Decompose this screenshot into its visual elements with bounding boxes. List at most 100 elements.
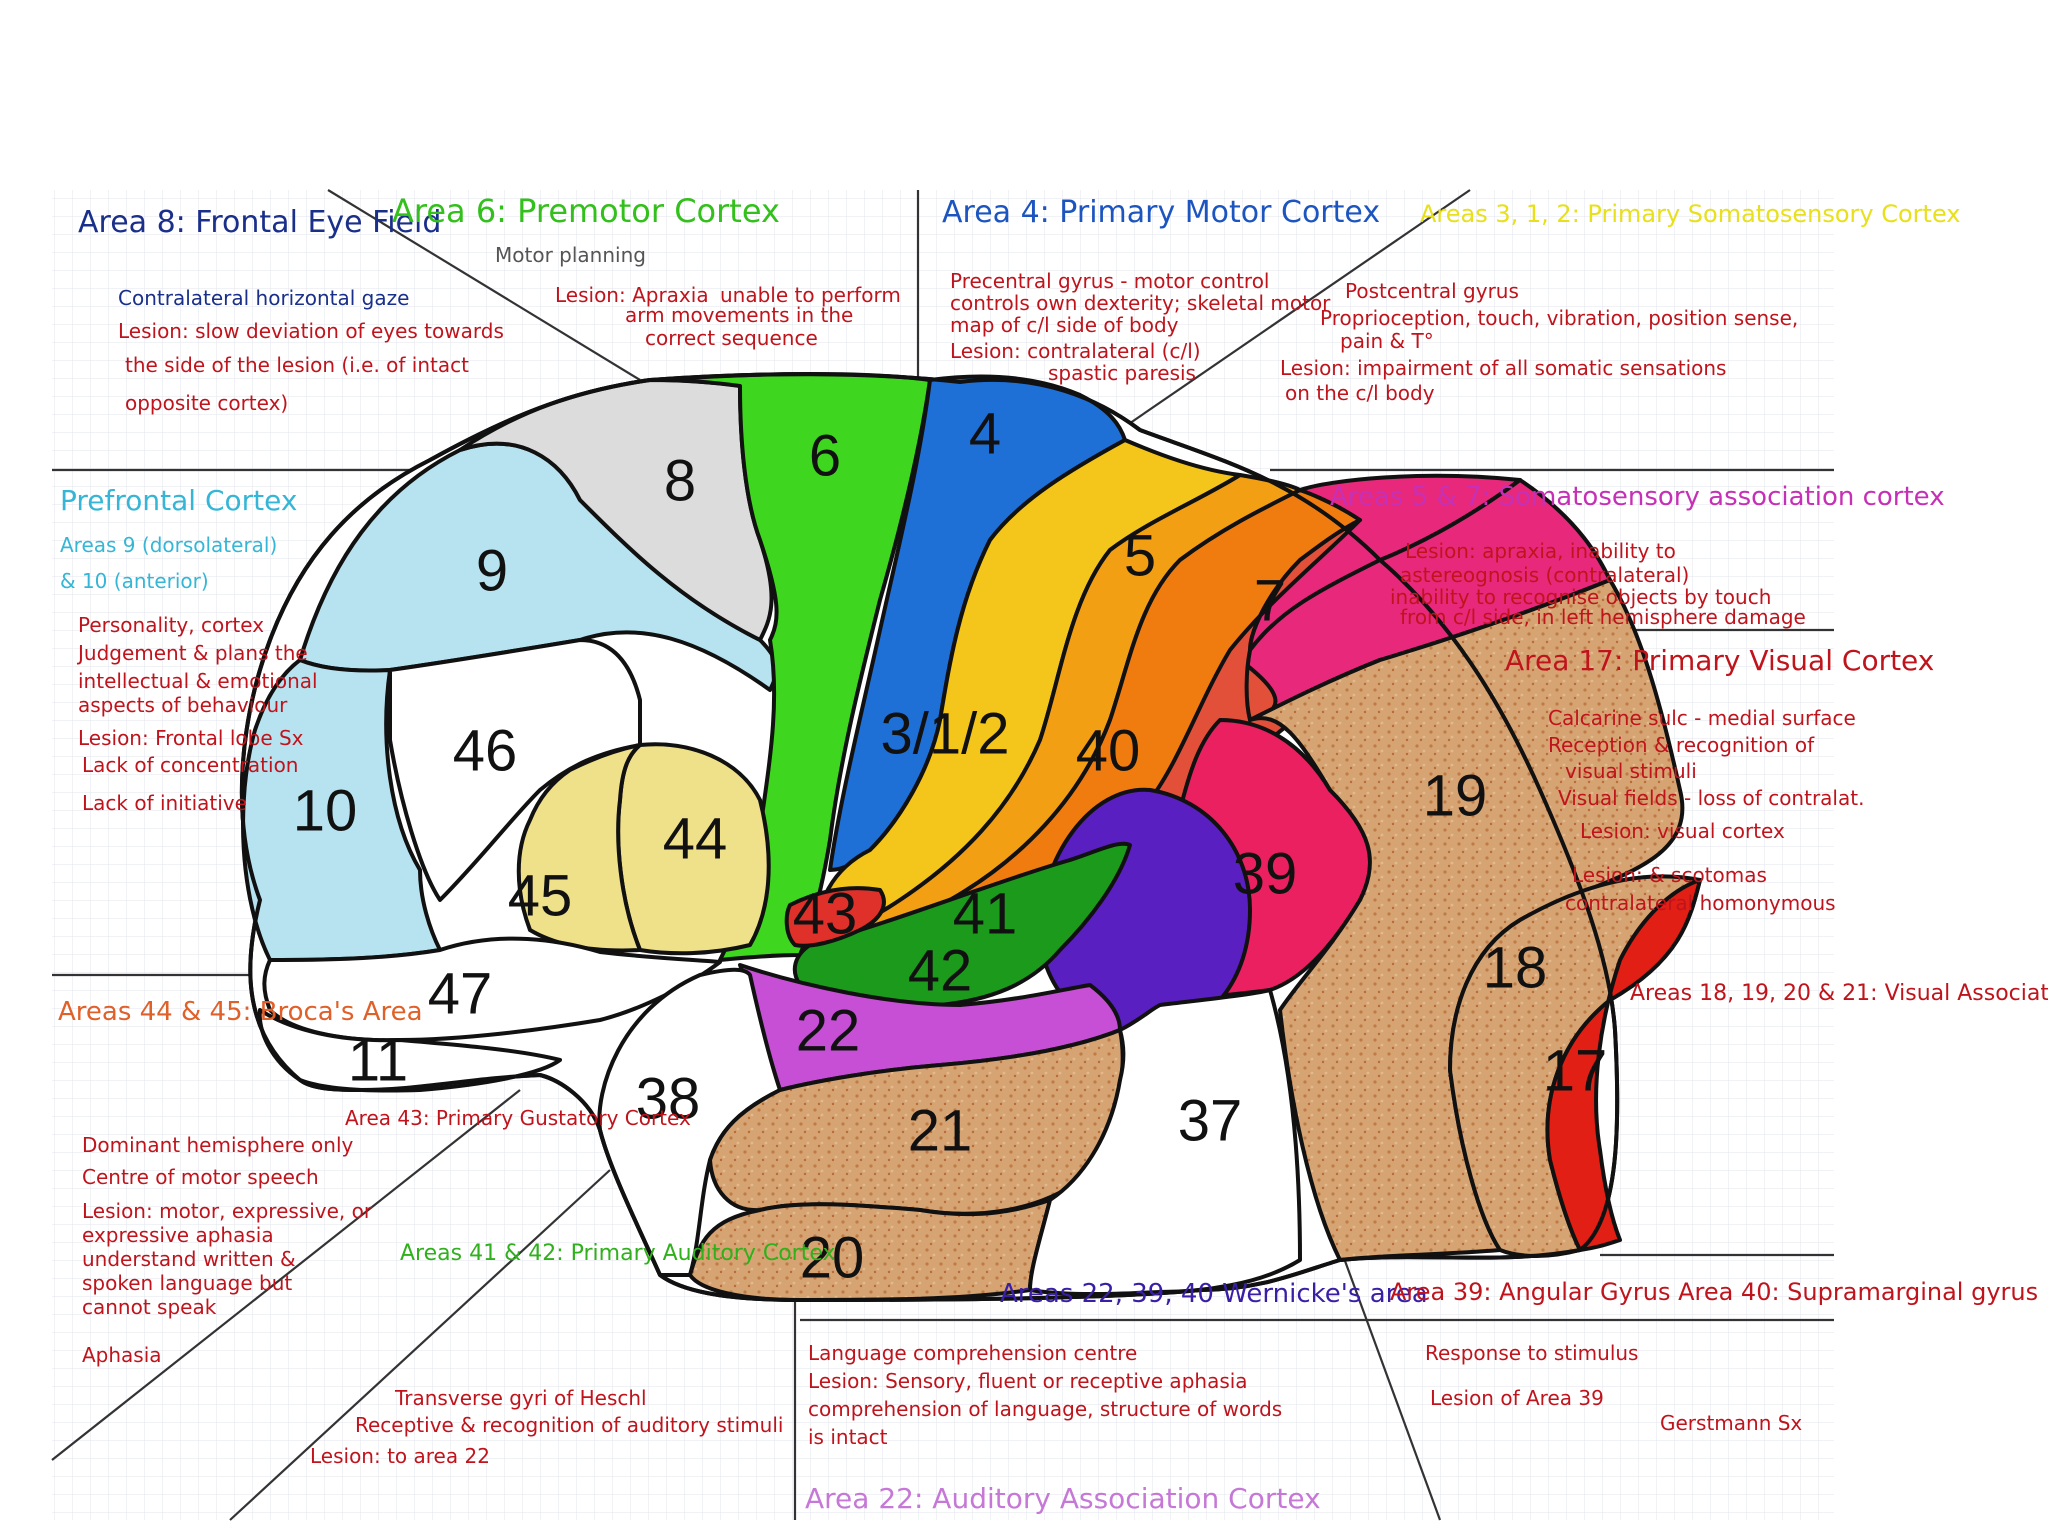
region-43 bbox=[784, 886, 886, 948]
area-label-5: 5 bbox=[1124, 523, 1156, 588]
note-area312-1: Postcentral gyrus bbox=[1345, 279, 1519, 303]
heading-area-5-7: Areas 5 & 7: Somatosensory association c… bbox=[1330, 482, 1945, 512]
heading-area-22-footer: Area 22: Auditory Association Cortex bbox=[805, 1482, 1321, 1515]
note-area8-3: the side of the lesion (i.e. of intact bbox=[125, 353, 469, 377]
note-prefrontal-1: Areas 9 (dorsolateral) bbox=[60, 533, 277, 557]
note-area17-4: Visual fields - loss of contralat. bbox=[1558, 786, 1864, 810]
area-label-8: 8 bbox=[664, 448, 696, 513]
heading-area-8: Area 8: Frontal Eye Field bbox=[78, 205, 441, 240]
area-label-43: 43 bbox=[793, 881, 858, 946]
area-label-22: 22 bbox=[796, 998, 861, 1063]
note-angular-2: Lesion of Area 39 bbox=[1430, 1386, 1604, 1410]
heading-area-41-42: Areas 41 & 42: Primary Auditory Cortex bbox=[400, 1241, 836, 1266]
note-area8-1: Contralateral horizontal gaze bbox=[118, 286, 409, 310]
note-auditory-1: Transverse gyri of Heschl bbox=[394, 1386, 647, 1410]
note-area17-7: contralateral homonymous bbox=[1565, 891, 1836, 915]
area-label-6: 6 bbox=[809, 423, 841, 488]
area-label-46: 46 bbox=[453, 718, 518, 783]
area-label-40: 40 bbox=[1076, 718, 1141, 783]
brain-outline bbox=[239, 372, 1620, 1302]
note-area17-6: Lesion: & scotomas bbox=[1572, 863, 1767, 887]
area-label-37: 37 bbox=[1178, 1088, 1243, 1153]
heading-visual-association: Areas 18, 19, 20 & 21: Visual Associatio… bbox=[1630, 981, 2048, 1006]
divider-lines bbox=[51, 189, 1834, 1521]
note-area312-4: Lesion: impairment of all somatic sensat… bbox=[1280, 356, 1726, 380]
note-area17-5: Lesion: visual cortex bbox=[1580, 819, 1785, 843]
note-wernicke-1: Language comprehension centre bbox=[808, 1341, 1137, 1365]
note-area6-4: arm movements in the bbox=[625, 303, 853, 327]
area-label-10: 10 bbox=[293, 778, 358, 843]
region-19 bbox=[1248, 578, 1685, 1262]
note-area4-4: Lesion: contralateral (c/l) bbox=[950, 339, 1201, 363]
note-prefrontal-9: Lack of initiative bbox=[82, 791, 247, 815]
area-label-39: 39 bbox=[1233, 841, 1298, 906]
note-prefrontal-7: Lesion: Frontal lobe Sx bbox=[78, 726, 304, 750]
note-area312-2: Proprioception, touch, vibration, positi… bbox=[1320, 306, 1798, 330]
heading-area-6: Area 6: Premotor Cortex bbox=[392, 192, 780, 230]
note-prefrontal-4: Judgement & plans the bbox=[76, 641, 308, 665]
note-area4-2: controls own dexterity; skeletal motor bbox=[950, 291, 1331, 315]
area-label-21: 21 bbox=[908, 1098, 973, 1163]
note-broca-4: expressive aphasia bbox=[82, 1223, 274, 1247]
area-label-47: 47 bbox=[428, 961, 493, 1026]
area-label-3-1-2: 3/1/2 bbox=[881, 701, 1010, 766]
headings: Area 8: Frontal Eye Field Area 6: Premot… bbox=[58, 192, 2048, 1515]
note-area6-5: correct sequence bbox=[645, 326, 818, 350]
note-broca-3: Lesion: motor, expressive, or bbox=[82, 1199, 373, 1223]
note-prefrontal-8: Lack of concentration bbox=[82, 753, 298, 777]
note-auditory-3: Lesion: to area 22 bbox=[310, 1444, 490, 1468]
note-prefrontal-2: & 10 (anterior) bbox=[60, 569, 209, 593]
heading-area-3-1-2: Areas 3, 1, 2: Primary Somatosensory Cor… bbox=[1420, 200, 1961, 228]
note-area4-3: map of c/l side of body bbox=[950, 313, 1179, 337]
note-broca-2: Centre of motor speech bbox=[82, 1165, 319, 1189]
note-area6-2: Lesion: Apraxia bbox=[555, 283, 709, 307]
heading-area-39-40: Area 39: Angular Gyrus Area 40: Supramar… bbox=[1390, 1278, 2038, 1306]
region-46 bbox=[388, 638, 643, 902]
area-label-11: 11 bbox=[348, 1028, 408, 1093]
heading-broca: Areas 44 & 45: Broca's Area bbox=[58, 997, 423, 1027]
note-area6-3: unable to perform bbox=[720, 283, 901, 307]
heading-area-43: Area 43: Primary Gustatory Cortex bbox=[345, 1106, 691, 1130]
note-area8-2: Lesion: slow deviation of eyes towards bbox=[118, 319, 504, 343]
area-numbers: 8 6 4 3/1/2 5 7 9 10 46 45 44 47 11 40 4… bbox=[293, 401, 1608, 1290]
note-wernicke-3: comprehension of language, structure of … bbox=[808, 1397, 1282, 1421]
heading-area-17: Area 17: Primary Visual Cortex bbox=[1505, 644, 1934, 677]
note-angular-3: Gerstmann Sx bbox=[1660, 1411, 1802, 1435]
area-label-41: 41 bbox=[953, 881, 1018, 946]
note-area8-4: opposite cortex) bbox=[125, 391, 288, 415]
note-area4-5: spastic paresis bbox=[1048, 361, 1196, 385]
note-area312-5: on the c/l body bbox=[1285, 381, 1435, 405]
note-broca-8: Aphasia bbox=[82, 1343, 162, 1367]
brain bbox=[239, 372, 1702, 1302]
area-label-45: 45 bbox=[508, 863, 573, 928]
note-area57-4: from c/l side, in left hemisphere damage bbox=[1400, 605, 1806, 629]
heading-area-4: Area 4: Primary Motor Cortex bbox=[942, 195, 1380, 230]
note-area6-1: Motor planning bbox=[495, 243, 646, 267]
note-area57-2: astereognosis (contralateral) bbox=[1400, 563, 1689, 587]
note-broca-6: spoken language but bbox=[82, 1271, 292, 1295]
note-area17-2: Reception & recognition of bbox=[1548, 733, 1815, 757]
note-broca-5: understand written & bbox=[82, 1247, 296, 1271]
note-auditory-2: Receptive & recognition of auditory stim… bbox=[355, 1413, 783, 1437]
note-broca-1: Dominant hemisphere only bbox=[82, 1133, 354, 1157]
area-label-42: 42 bbox=[908, 938, 973, 1003]
area-label-44: 44 bbox=[663, 806, 728, 871]
heading-wernicke: Areas 22, 39, 40 Wernicke's area bbox=[1000, 1279, 1428, 1309]
note-wernicke-4: is intact bbox=[808, 1425, 888, 1449]
area-label-4: 4 bbox=[969, 401, 1001, 466]
area-label-38: 38 bbox=[636, 1066, 701, 1131]
note-area57-1: Lesion: apraxia, inability to bbox=[1405, 539, 1676, 563]
note-area57-3: inability to recognise objects by touch bbox=[1390, 585, 1771, 609]
note-broca-7: cannot speak bbox=[82, 1295, 217, 1319]
note-area312-3: pain & T° bbox=[1340, 329, 1434, 353]
note-prefrontal-5: intellectual & emotional bbox=[78, 669, 318, 693]
note-prefrontal-3: Personality, cortex bbox=[78, 613, 264, 637]
area-label-17: 17 bbox=[1543, 1038, 1608, 1103]
heading-prefrontal: Prefrontal Cortex bbox=[60, 484, 297, 517]
note-area17-3: visual stimuli bbox=[1565, 759, 1697, 783]
notes: Contralateral horizontal gaze Lesion: sl… bbox=[60, 243, 1864, 1468]
area-label-18: 18 bbox=[1483, 935, 1548, 1000]
note-area17-1: Calcarine sulc - medial surface bbox=[1548, 706, 1856, 730]
